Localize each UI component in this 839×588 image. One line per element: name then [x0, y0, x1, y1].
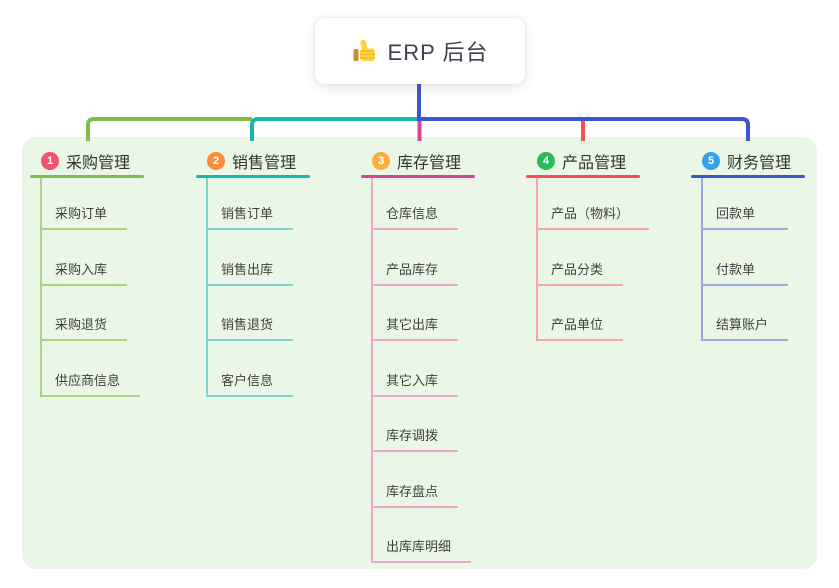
- child-node[interactable]: 客户信息: [206, 367, 294, 397]
- thumbs-up-icon: [353, 39, 375, 61]
- branch-number-badge: 4: [537, 152, 555, 170]
- branch-underline: [196, 175, 310, 178]
- child-node[interactable]: 销售退货: [206, 311, 294, 341]
- child-node[interactable]: 其它入库: [371, 367, 459, 397]
- branch-5: 5 财务管理 回款单付款单结算账户: [691, 146, 805, 341]
- branch-child-line: [371, 178, 373, 563]
- branch-label: 财务管理: [727, 155, 792, 172]
- branch-underline: [526, 175, 640, 178]
- branch-underline: [361, 175, 475, 178]
- branch-node[interactable]: 1 采购管理: [30, 146, 144, 176]
- child-node[interactable]: 采购退货: [40, 311, 128, 341]
- branch-number-badge: 5: [702, 152, 720, 170]
- child-node[interactable]: 出库库明细: [371, 533, 472, 563]
- child-node[interactable]: 产品（物料）: [536, 200, 650, 230]
- child-node[interactable]: 库存盘点: [371, 478, 459, 508]
- child-node[interactable]: 供应商信息: [40, 367, 141, 397]
- child-node[interactable]: 付款单: [701, 256, 788, 286]
- child-node[interactable]: 销售订单: [206, 200, 294, 230]
- branch-child-line: [206, 178, 208, 397]
- branch-node[interactable]: 2 销售管理: [196, 146, 310, 176]
- branch-underline: [30, 175, 144, 178]
- child-node[interactable]: 产品分类: [536, 256, 624, 286]
- child-node[interactable]: 其它出库: [371, 311, 459, 341]
- branch-number-badge: 3: [372, 152, 390, 170]
- branch-label: 产品管理: [562, 155, 627, 172]
- child-node[interactable]: 仓库信息: [371, 200, 459, 230]
- branch-node[interactable]: 4 产品管理: [526, 146, 640, 176]
- child-node[interactable]: 产品单位: [536, 311, 624, 341]
- branch-child-line: [536, 178, 538, 341]
- child-node[interactable]: 采购入库: [40, 256, 128, 286]
- branch-number-badge: 1: [41, 152, 59, 170]
- child-node[interactable]: 回款单: [701, 200, 788, 230]
- child-node[interactable]: 销售出库: [206, 256, 294, 286]
- branch-number-badge: 2: [207, 152, 225, 170]
- child-node[interactable]: 结算账户: [701, 311, 789, 341]
- branch-label: 库存管理: [397, 155, 462, 172]
- child-node[interactable]: 产品库存: [371, 256, 459, 286]
- root-node-label: ERP 后台: [387, 40, 489, 65]
- branch-label: 采购管理: [66, 155, 131, 172]
- branch-3: 3 库存管理 仓库信息产品库存其它出库其它入库库存调拨库存盘点出库库明细: [361, 146, 475, 563]
- branch-underline: [691, 175, 805, 178]
- branch-node[interactable]: 5 财务管理: [691, 146, 805, 176]
- branch-node[interactable]: 3 库存管理: [361, 146, 475, 176]
- branch-label: 销售管理: [232, 155, 297, 172]
- branch-2: 2 销售管理 销售订单销售出库销售退货客户信息: [196, 146, 310, 397]
- branch-child-line: [701, 178, 703, 341]
- canvas-panel: [22, 137, 817, 569]
- child-node[interactable]: 库存调拨: [371, 422, 459, 452]
- branch-1: 1 采购管理 采购订单采购入库采购退货供应商信息: [30, 146, 144, 397]
- root-node[interactable]: ERP 后台: [315, 18, 525, 84]
- branch-child-line: [40, 178, 42, 397]
- branch-4: 4 产品管理 产品（物料） 产品分类产品单位: [526, 146, 650, 341]
- child-node[interactable]: 采购订单: [40, 200, 128, 230]
